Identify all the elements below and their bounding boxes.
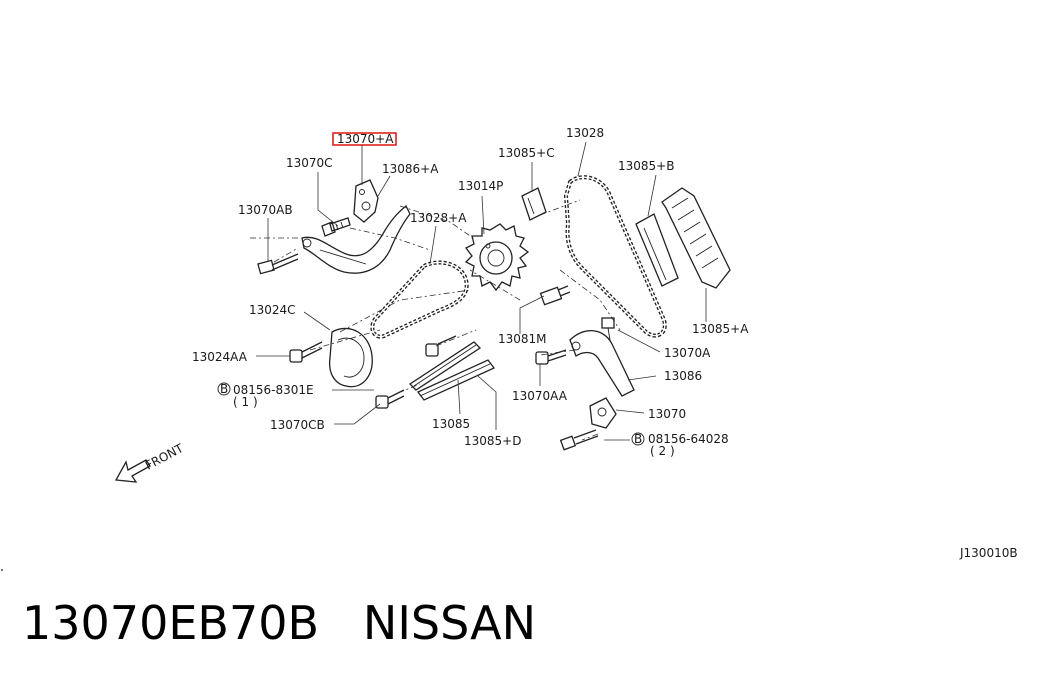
label-13028[interactable]: 13028 [566, 126, 604, 140]
chain-guide-13085 [408, 341, 482, 391]
label-13086A[interactable]: 13086+A [382, 162, 439, 176]
bolt-13024AA [289, 341, 323, 363]
label-13085D[interactable]: 13085+D [464, 434, 521, 448]
label-13085C[interactable]: 13085+C [498, 146, 555, 160]
sprocket-13014P [464, 223, 530, 292]
label-13024C[interactable]: 13024C [249, 303, 296, 317]
corner-dot [1, 569, 3, 571]
diagram-code: J130010B [959, 546, 1018, 560]
chain-tensioner-13081M [539, 285, 571, 306]
label-13014P[interactable]: 13014P [458, 179, 503, 193]
label-08156-64028-group[interactable]: B 08156-64028 ( 2 ) [631, 432, 729, 458]
label-13081M[interactable]: 13081M [498, 332, 547, 346]
bolt-08156-64028 [559, 429, 599, 451]
timing-chain-13028A [370, 260, 469, 339]
label-13085A[interactable]: 13085+A [692, 322, 749, 336]
bolt-marker-b-left: B [220, 382, 228, 396]
tensioner-13070 [589, 397, 617, 429]
tensioner-arm-13086 [569, 330, 635, 397]
label-13070[interactable]: 13070 [648, 407, 686, 421]
chain-guide-13086A [301, 204, 411, 274]
label-13070A[interactable]: 13070A [664, 346, 711, 360]
bolt-13070CB [375, 389, 405, 409]
caption-brand: NISSAN [362, 596, 537, 650]
front-label: FRONT [143, 441, 186, 473]
label-13085B[interactable]: 13085+B [618, 159, 674, 173]
caption-part-number: 13070EB70B [22, 596, 320, 650]
leader-lines [256, 141, 707, 441]
bolt-13070A [601, 317, 615, 341]
part-caption: 13070EB70B NISSAN [22, 596, 536, 650]
bolt-marker-b-right: B [634, 432, 642, 446]
label-13085[interactable]: 13085 [432, 417, 470, 431]
tensioner-arm-13070A-upper [353, 179, 379, 223]
label-08156-64028: 08156-64028 [648, 432, 729, 446]
label-08156-8301E: 08156-8301E [233, 383, 314, 397]
label-13070AA[interactable]: 13070AA [512, 389, 568, 403]
label-13070CB[interactable]: 13070CB [270, 418, 325, 432]
highlighted-part-number: 13070+A [337, 132, 394, 146]
label-13070AB[interactable]: 13070AB [238, 203, 293, 217]
bolt-13070AB [257, 253, 299, 275]
label-08156-8301E-group[interactable]: B 08156-8301E ( 1 ) [217, 382, 314, 409]
label-13086[interactable]: 13086 [664, 369, 702, 383]
bolt-13085-mount [425, 335, 457, 357]
front-direction-indicator: FRONT [114, 441, 186, 483]
label-13028A[interactable]: 13028+A [410, 211, 467, 225]
chain-guide-13085C [521, 187, 547, 221]
label-13024AA[interactable]: 13024AA [192, 350, 248, 364]
bolt-13070C [321, 217, 351, 237]
qty-08156-8301E: ( 1 ) [233, 395, 258, 409]
cover-13024C [328, 327, 373, 388]
highlighted-part-callout[interactable]: 13070+A [332, 132, 397, 146]
label-13070C[interactable]: 13070C [286, 156, 333, 170]
qty-08156-64028: ( 2 ) [650, 444, 675, 458]
chain-guide-13085A [661, 187, 731, 289]
chain-guide-13085B [635, 213, 679, 287]
timing-chain-13028 [563, 175, 667, 338]
bolt-13070AA [535, 349, 567, 365]
chain-guide-13085D [416, 359, 496, 401]
